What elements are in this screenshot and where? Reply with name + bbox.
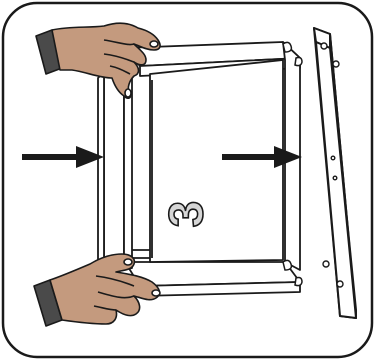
step-number-badge: 3 bbox=[161, 201, 214, 228]
step-number: 3 bbox=[161, 201, 214, 228]
